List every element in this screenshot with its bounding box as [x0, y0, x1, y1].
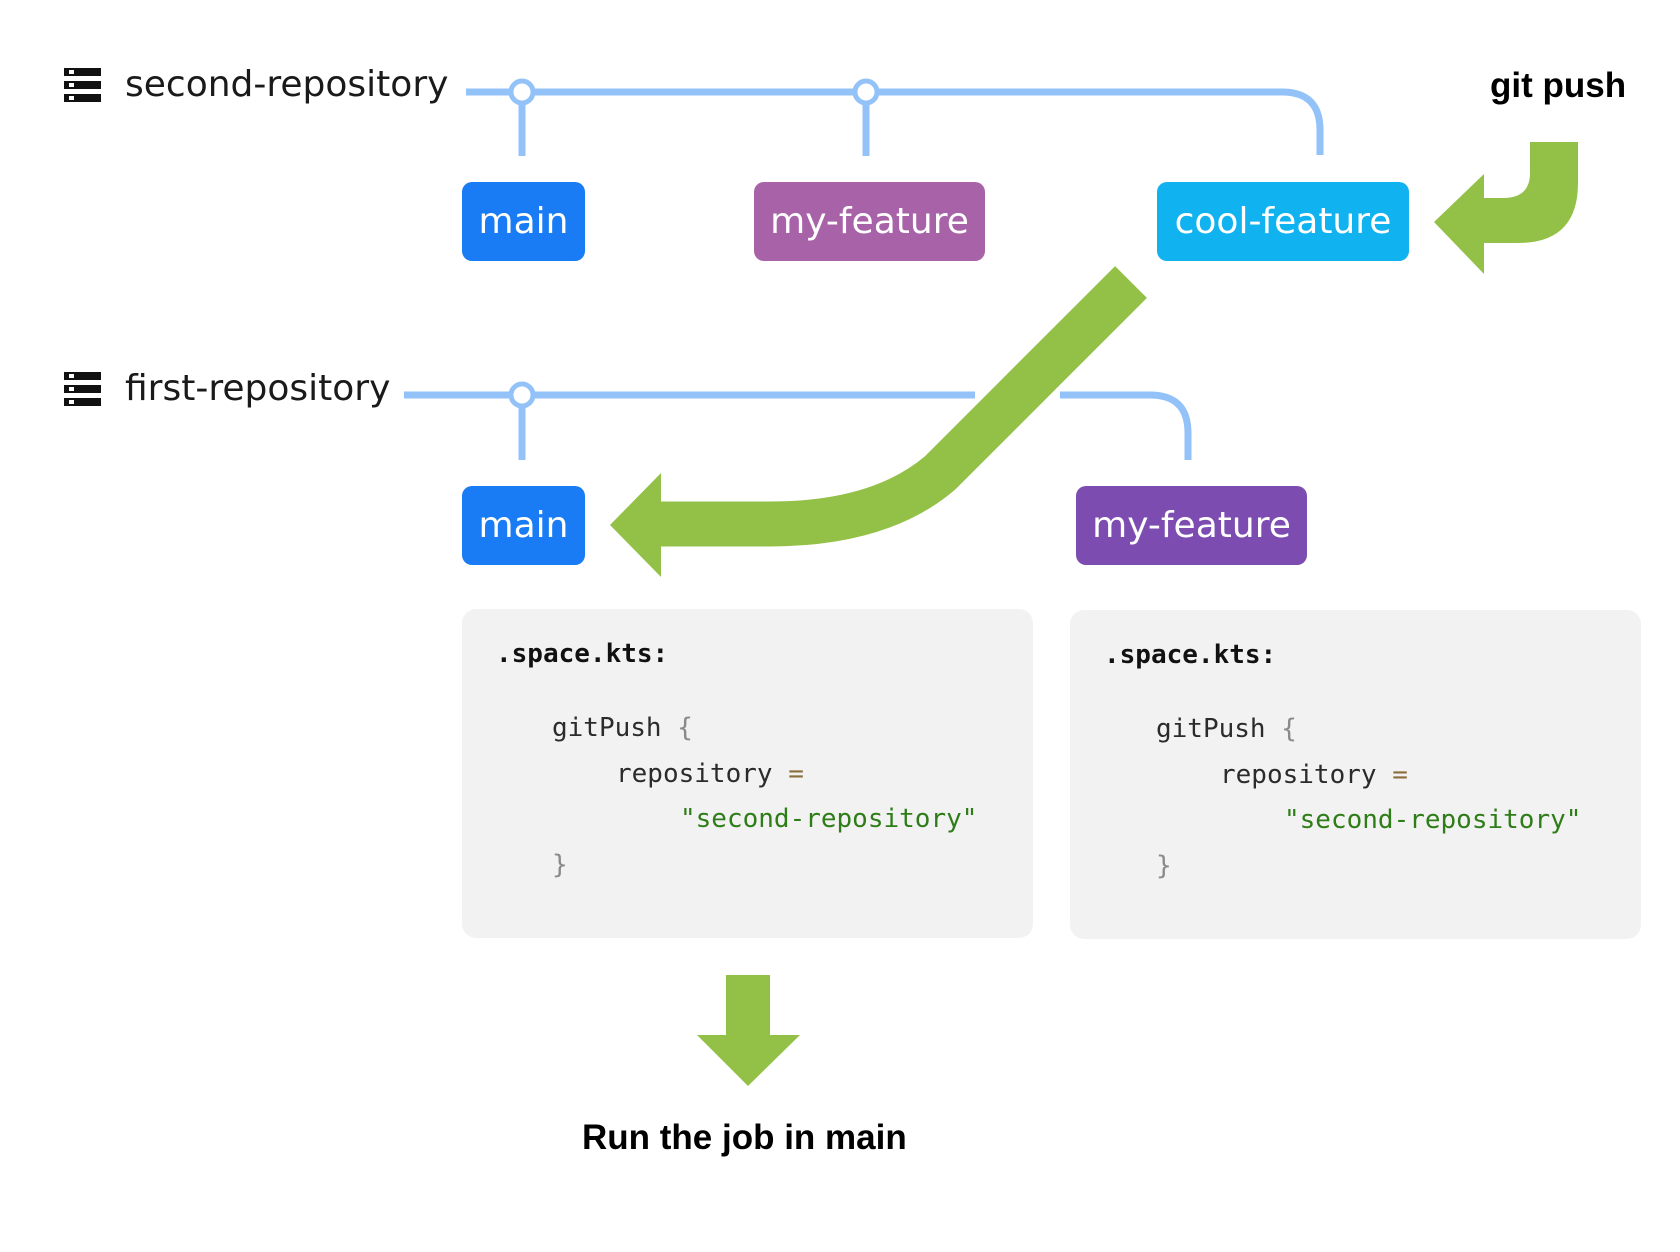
second-main-commit-node — [508, 78, 536, 106]
second-repository-name: second-repository — [125, 64, 449, 105]
first-main-branch: main — [462, 486, 585, 565]
code-line-key: repository = — [1220, 760, 1408, 790]
code-card-title: .space.kts: — [1104, 640, 1277, 670]
second-repository-label: second-repository — [64, 64, 448, 105]
code-close-brace: } — [552, 850, 568, 880]
code-call: gitPush — [1156, 714, 1266, 744]
code-line-call: gitPush { — [1156, 714, 1297, 744]
first-repository-trunk-line-right — [1060, 391, 1192, 460]
git-push-arrow — [1434, 142, 1578, 274]
git-push-label: git push — [1490, 66, 1627, 105]
code-card-my-feature: .space.kts: gitPush { repository = "seco… — [1070, 610, 1641, 939]
code-card-main: .space.kts: gitPush { repository = "seco… — [462, 609, 1033, 938]
code-equals: = — [788, 759, 804, 789]
code-key: repository — [1220, 760, 1377, 790]
second-cool-feature-branch: cool-feature — [1157, 182, 1409, 261]
second-my-feature-commit-node — [852, 78, 880, 106]
second-repository-branch-lines — [466, 88, 1324, 156]
code-value: "second-repository" — [680, 804, 978, 834]
code-open-brace: { — [1281, 714, 1297, 744]
merge-arrow — [610, 266, 1147, 577]
first-repository-name: first-repository — [125, 368, 391, 409]
second-main-branch: main — [462, 182, 585, 261]
second-repository-trunk-line — [466, 88, 1324, 155]
code-line-call: gitPush { — [552, 713, 693, 743]
repository-icon — [64, 371, 101, 406]
first-my-feature-branch: my-feature — [1076, 486, 1307, 565]
repository-icon — [64, 67, 101, 102]
code-key: repository — [616, 759, 773, 789]
code-equals: = — [1392, 760, 1408, 790]
first-repository-label: first-repository — [64, 368, 390, 409]
code-line-key: repository = — [616, 759, 804, 789]
code-open-brace: { — [677, 713, 693, 743]
code-value: "second-repository" — [1284, 805, 1582, 835]
first-main-commit-node — [508, 381, 536, 409]
code-call: gitPush — [552, 713, 662, 743]
code-card-title: .space.kts: — [496, 639, 669, 669]
down-arrow — [697, 975, 800, 1086]
run-job-label: Run the job in main — [582, 1118, 907, 1157]
code-close-brace: } — [1156, 851, 1172, 881]
second-my-feature-branch: my-feature — [754, 182, 985, 261]
